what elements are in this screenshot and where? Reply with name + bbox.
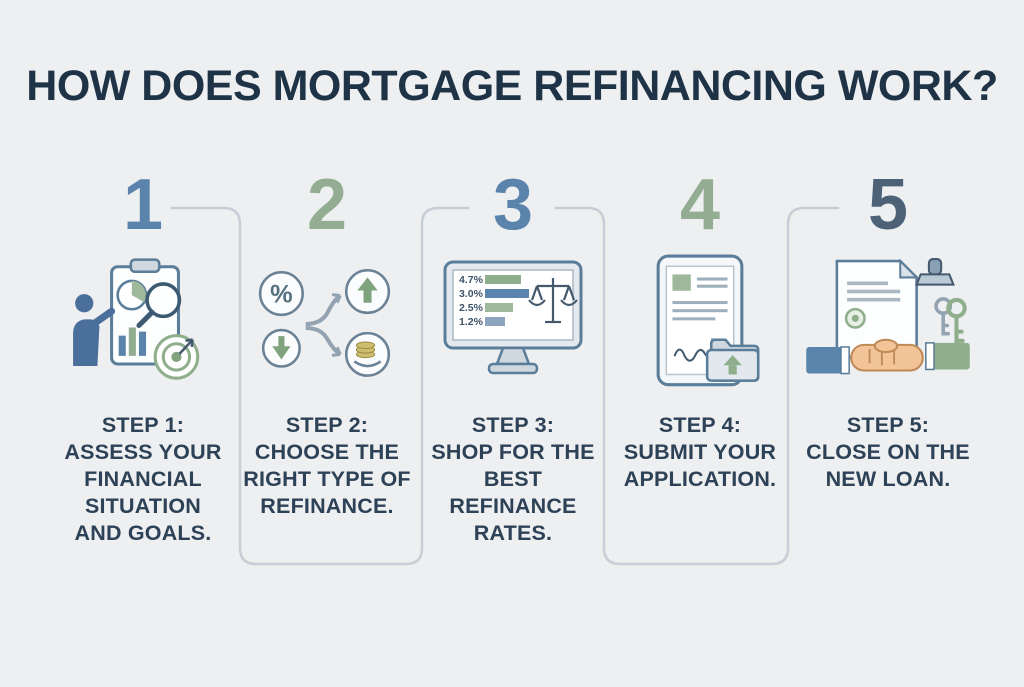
upload-folder-icon	[705, 338, 760, 382]
keys-icon	[934, 297, 967, 343]
balance-scale-icon	[528, 278, 578, 324]
step-heading: STEP 5:	[846, 413, 930, 437]
step-number-5: 5	[867, 165, 909, 245]
rate-list: 4.7% 3.0% 2.5% 1.2%	[459, 274, 484, 328]
step-number-2: 2	[306, 165, 348, 245]
step-text: SUBMIT YOUR APPLICATION.	[623, 440, 777, 491]
step-heading: STEP 1:	[101, 413, 185, 437]
step-text: CLOSE ON THE NEW LOAN.	[806, 440, 970, 491]
coins-in-hand-circle-icon	[344, 331, 391, 377]
step-label-3: STEP 3: SHOP FOR THE BEST REFINANCE RATE…	[418, 412, 608, 547]
step-column-1: 1	[48, 162, 238, 547]
handshake-icon	[806, 338, 970, 375]
target-icon	[153, 334, 200, 380]
down-arrow-circle-icon	[261, 328, 301, 368]
step-column-3: 3 4.7% 3.0% 2.5% 1.2%	[418, 162, 608, 547]
step-number-3: 3	[492, 165, 534, 245]
submit-application-icon	[605, 250, 795, 402]
stamp-icon	[915, 258, 955, 286]
percent-symbol: %	[270, 281, 293, 309]
up-arrow-circle-icon	[344, 269, 391, 315]
rate-value: 2.5%	[459, 302, 484, 314]
rate-value: 3.0%	[459, 288, 484, 300]
step-number-4: 4	[679, 165, 721, 245]
percent-circle-icon: %	[258, 271, 304, 317]
step-label-5: STEP 5: CLOSE ON THE NEW LOAN.	[793, 412, 983, 493]
step-column-2: 2 %	[232, 162, 422, 520]
step-label-1: STEP 1: ASSESS YOUR FINANCIAL SITUATION …	[48, 412, 238, 547]
assess-financial-situation-icon	[48, 250, 238, 402]
rate-bars	[485, 275, 529, 326]
branch-arrows-icon	[305, 293, 342, 357]
step-heading: STEP 4:	[658, 413, 742, 437]
step-column-5: 5	[793, 162, 983, 493]
page-title: HOW DOES MORTGAGE REFINANCING WORK?	[26, 62, 998, 110]
step-label-2: STEP 2: CHOOSE THE RIGHT TYPE OF REFINAN…	[232, 412, 422, 520]
step-text: ASSESS YOUR FINANCIAL SITUATION AND GOAL…	[64, 440, 222, 545]
rate-value: 4.7%	[459, 274, 484, 286]
close-on-new-loan-icon	[793, 250, 983, 402]
rate-value: 1.2%	[459, 316, 484, 328]
step-heading: STEP 3:	[471, 413, 555, 437]
shop-best-rates-icon: 4.7% 3.0% 2.5% 1.2%	[418, 250, 608, 402]
step-number-1: 1	[122, 165, 164, 245]
loan-document-icon	[835, 258, 920, 359]
step-text: CHOOSE THE RIGHT TYPE OF REFINANCE.	[243, 440, 411, 518]
choose-refinance-type-icon: %	[232, 250, 422, 402]
step-column-4: 4	[605, 162, 795, 493]
magnifier-icon	[136, 282, 182, 329]
step-heading: STEP 2:	[285, 413, 369, 437]
person-icon	[73, 294, 116, 367]
step-text: SHOP FOR THE BEST REFINANCE RATES.	[431, 440, 595, 545]
step-label-4: STEP 4: SUBMIT YOUR APPLICATION.	[605, 412, 795, 493]
tablet-icon	[656, 254, 744, 387]
